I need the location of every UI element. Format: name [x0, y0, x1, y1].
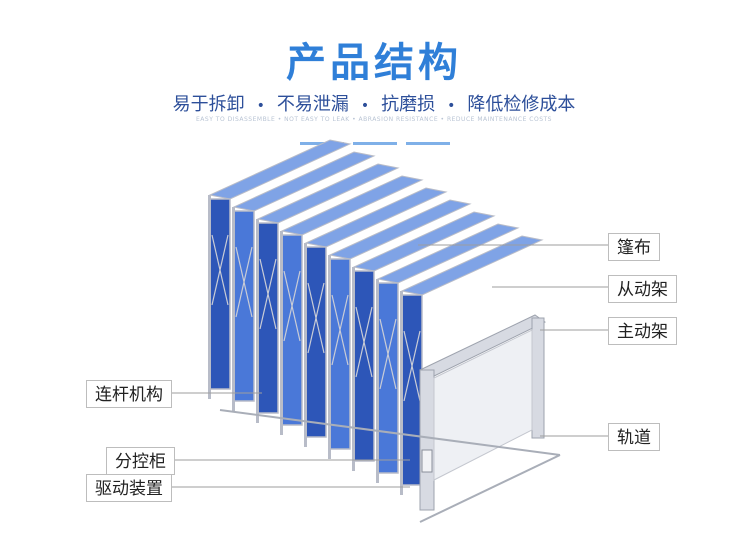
- canopy-side-panel: [257, 222, 279, 414]
- linkage-bar: [283, 270, 301, 342]
- canopy-side-panel: [281, 234, 303, 426]
- label-canopy: 篷布: [608, 233, 660, 261]
- frame-post: [304, 243, 307, 447]
- frame-post: [208, 195, 211, 399]
- frame-post: [256, 219, 259, 423]
- linkage-bar: [331, 294, 349, 366]
- feature-list-english: EASY TO DISASSEMBLE • NOT EASY TO LEAK •…: [196, 116, 552, 123]
- label-drive-unit: 驱动装置: [86, 474, 172, 502]
- canopy-roof-panel: [400, 235, 544, 296]
- linkage-bar: [259, 258, 277, 330]
- canopy-side-panel: [401, 294, 423, 486]
- main-frame-right-post: [531, 317, 545, 439]
- feature-item: 不易泄漏: [276, 94, 349, 115]
- leader-lines: [172, 244, 608, 488]
- separator-dot: •: [360, 98, 370, 114]
- canopy-roof-panel: [376, 223, 520, 284]
- canopy-roof-panel: [256, 163, 400, 224]
- linkage-bar: [379, 318, 397, 390]
- underline-segment: [353, 142, 397, 145]
- frame-post: [328, 255, 331, 459]
- control-cabinet-box: [421, 449, 433, 473]
- label-linkage: 连杆机构: [86, 380, 172, 408]
- frame-post: [280, 231, 283, 435]
- label-driven-frame: 从动架: [608, 275, 677, 303]
- canopy-roof-panel: [352, 211, 496, 272]
- canopy-side-panel: [305, 246, 327, 438]
- frame-post: [376, 279, 379, 483]
- separator-dot: •: [447, 98, 456, 114]
- linkage-bar: [211, 234, 229, 306]
- separator-dot: •: [256, 98, 265, 114]
- feature-item: 易于拆卸: [172, 94, 245, 115]
- retractable-booth-illustration: [208, 139, 561, 523]
- linkage-bar: [307, 282, 325, 354]
- canopy-roof-panel: [328, 199, 472, 260]
- underline-segment: [406, 142, 450, 145]
- canopy-roof-panel: [304, 187, 448, 248]
- feature-item: 降低检修成本: [467, 94, 576, 115]
- canopy-side-panel: [233, 210, 255, 402]
- canopy-side-panel: [377, 282, 399, 474]
- label-control-cabinet: 分控柜: [106, 447, 175, 475]
- canopy-roof-panel: [280, 175, 424, 236]
- canopy-side-panel: [353, 270, 375, 462]
- track-rail: [419, 454, 561, 523]
- track-rail: [219, 409, 561, 456]
- linkage-bar: [403, 330, 421, 402]
- feature-item: 抗磨损: [381, 94, 436, 115]
- label-track: 轨道: [608, 423, 660, 451]
- canopy-roof-panel: [208, 139, 352, 200]
- label-main-frame: 主动架: [608, 317, 677, 345]
- main-frame-left-post: [419, 369, 435, 511]
- frame-post: [400, 291, 403, 495]
- feature-list: 易于拆卸 • 不易泄漏 • 抗磨损 • 降低检修成本: [0, 90, 748, 116]
- canopy-side-panel: [329, 258, 351, 450]
- canopy-side-panel: [209, 198, 231, 390]
- frame-post: [232, 207, 235, 411]
- linkage-bar: [235, 246, 253, 318]
- linkage-bar: [355, 306, 373, 378]
- frame-post: [352, 267, 355, 471]
- page-title: 产品结构: [286, 40, 462, 86]
- canopy-roof-panel: [232, 151, 376, 212]
